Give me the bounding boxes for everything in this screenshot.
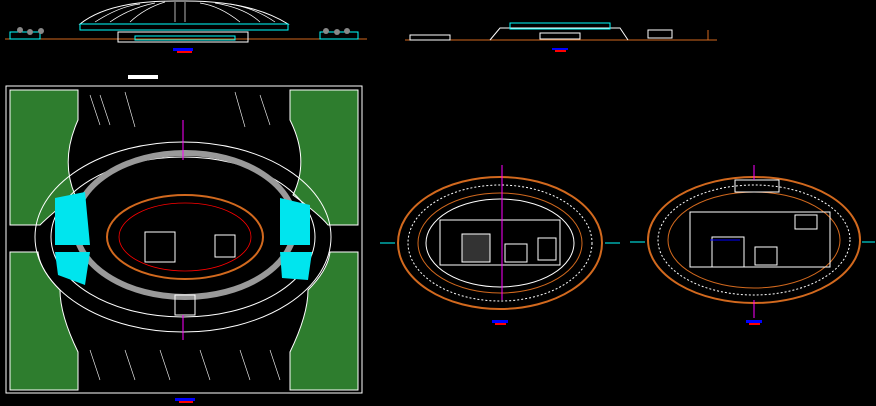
ground-floor-plan-title-marker: [492, 320, 508, 325]
front-elevation: [5, 0, 367, 43]
side-elevation: [405, 22, 717, 41]
front-elevation-title-marker: [173, 48, 193, 53]
upper-floor-plan-title-marker: [746, 320, 762, 325]
ground-floor-plan: [380, 165, 620, 310]
site-plan-title-marker: [175, 398, 195, 403]
side-elevation-title-marker: [552, 48, 568, 52]
site-plan: [5, 75, 363, 394]
upper-floor-plan: [630, 165, 875, 318]
